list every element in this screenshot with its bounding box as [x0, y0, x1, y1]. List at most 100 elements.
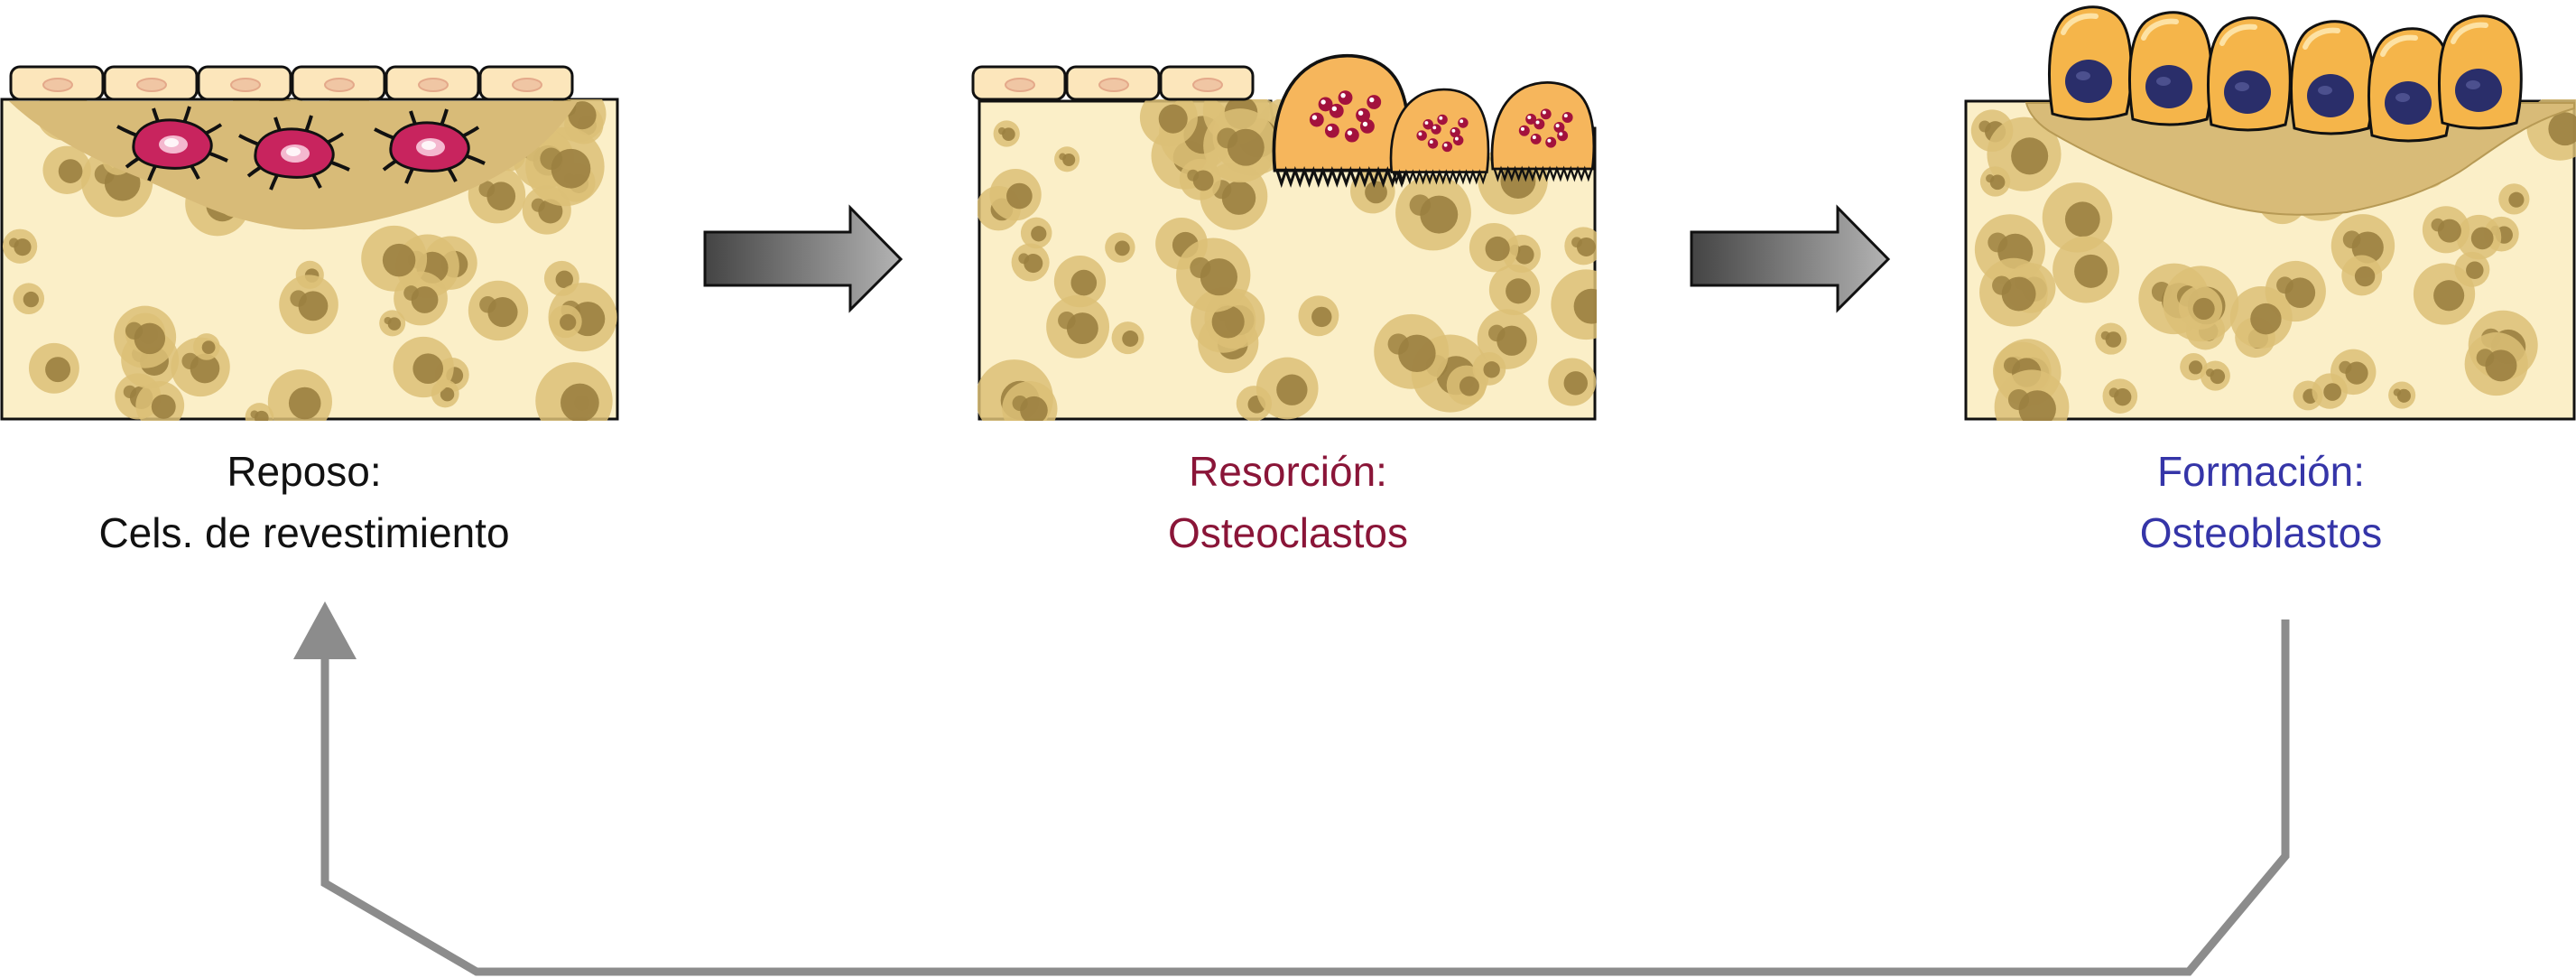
osteoclast-granule-highlight [1547, 138, 1552, 143]
osteocyte-highlight [164, 138, 179, 147]
bone-spot-inner [2205, 368, 2215, 377]
bone-spot [193, 333, 220, 360]
osteoclast-granule [1427, 138, 1439, 149]
stage-label-resorption: Resorción: Osteoclastos [882, 441, 1694, 564]
osteoclast-granule-highlight [1429, 140, 1433, 144]
bone-spot-inner [1070, 269, 1098, 296]
osteoblast-icon [2048, 5, 2133, 121]
bone-spot-inner [561, 383, 599, 421]
bone-spot [279, 275, 338, 334]
lining-cell-icon [197, 65, 292, 101]
osteoblast-icon [2207, 16, 2292, 132]
lining-cell-nucleus [1098, 78, 1129, 92]
bone-spot-inner [531, 198, 545, 212]
osteoblast-icon [2290, 20, 2375, 135]
bone-spot [2464, 332, 2528, 396]
bone-spot [1105, 232, 1135, 263]
stage-subtitle: Osteoclastos [1168, 509, 1408, 556]
bone-spot-inner [2323, 383, 2341, 401]
osteoclast-granule [1309, 112, 1324, 127]
bone-spot-inner [23, 291, 40, 308]
bone-spot-inner [1031, 226, 1047, 242]
osteoclast-granule [1437, 114, 1448, 126]
osteoclast-granule-highlight [1559, 132, 1563, 136]
osteoclast-granule [1545, 136, 1557, 148]
osteocyte-highlight [422, 141, 436, 150]
osteoclast-granule-highlight [1555, 124, 1560, 128]
bone-spot [1046, 294, 1110, 359]
bone-spot-inner [58, 159, 83, 183]
bone-spot-inner [1387, 333, 1409, 355]
bone-spot-inner [479, 295, 496, 313]
osteoblast-highlight [2061, 13, 2099, 35]
bone-spot-inner [1158, 104, 1188, 134]
bone-spot [2229, 285, 2293, 349]
lining-cell-nucleus [1192, 78, 1223, 92]
osteoclast-granule [1441, 141, 1453, 153]
osteoblast-highlight [2141, 18, 2179, 41]
lining-cell-icon [291, 65, 386, 101]
bone-spot-inner [1190, 256, 1211, 278]
lining-cell-icon [385, 65, 480, 101]
bone-spot [1469, 222, 1519, 273]
bone-spot [1374, 313, 1450, 389]
bone-spot [2454, 251, 2490, 287]
bone-spot-inner [1058, 312, 1076, 330]
bone-spot [394, 271, 448, 326]
osteoclast-granule-highlight [1451, 128, 1456, 133]
bone-spots [1970, 99, 2576, 421]
bone-spot-inner [2466, 261, 2484, 280]
bone-spot [993, 120, 1020, 147]
bone-spot [2180, 352, 2208, 381]
osteoclast-granule [1431, 124, 1441, 135]
bone-spot-inner [45, 357, 71, 383]
bone-spot [525, 126, 605, 207]
bone-spot-inner [1365, 181, 1387, 204]
bone-spot [2200, 360, 2230, 391]
resting-bone-panel [0, 65, 619, 421]
osteoclast-granule [1359, 118, 1375, 134]
bone-spot [1298, 295, 1339, 337]
bone-spot-inner [1986, 173, 1995, 183]
bone-spot-inner [1122, 331, 1139, 347]
bone-spot [468, 280, 529, 341]
bone-spot [13, 283, 45, 315]
lining-cell-icon [478, 65, 574, 101]
osteoclast-granule-highlight [1527, 115, 1532, 120]
bone-spot-inner [1571, 237, 1582, 248]
bone-spot-inner [2100, 331, 2110, 340]
bone-spot-inner [2250, 303, 2282, 335]
osteoclast-granule-highlight [1439, 116, 1443, 120]
osteoclast-granule [1329, 103, 1344, 118]
bone-spot [267, 369, 332, 421]
bone-spot-inner [2074, 254, 2108, 288]
bone-spot-inner [2108, 387, 2119, 398]
osteoblast-nucleus [2145, 65, 2192, 108]
bone-spot [42, 145, 91, 194]
osteoclast-granule-highlight [1362, 121, 1368, 127]
osteoblast-highlight [2219, 23, 2257, 46]
bone-spot [393, 336, 454, 398]
bone-spot [1564, 227, 1597, 265]
resorption-bone-panel [971, 53, 1597, 421]
cycle-arrow-line [320, 619, 2290, 976]
osteoblast-nucleus-highlight [2466, 80, 2480, 89]
osteoclast-granule-highlight [1369, 97, 1375, 103]
bone-spot-inner [412, 353, 444, 385]
bone-spot-inner [2011, 137, 2049, 175]
bone-spot-inner [1409, 194, 1432, 216]
bone-spot [549, 304, 582, 339]
bone-spot [245, 403, 274, 421]
bone-spot-inner [1012, 395, 1028, 412]
lining-cell-nucleus [418, 78, 449, 92]
bone-spot-inner [1992, 275, 2012, 295]
osteoclast-granule-highlight [1311, 115, 1318, 120]
bone-spot-inner [250, 410, 259, 419]
bone-spot [1979, 166, 2011, 197]
right-arrow-icon [703, 204, 903, 313]
bone-spot [28, 342, 79, 394]
stage-label-formation: Formación: Osteoblastos [1855, 441, 2576, 564]
bone-spot [2178, 285, 2223, 330]
bone-spot-inner [1487, 324, 1506, 342]
bone-spot [1176, 238, 1251, 312]
